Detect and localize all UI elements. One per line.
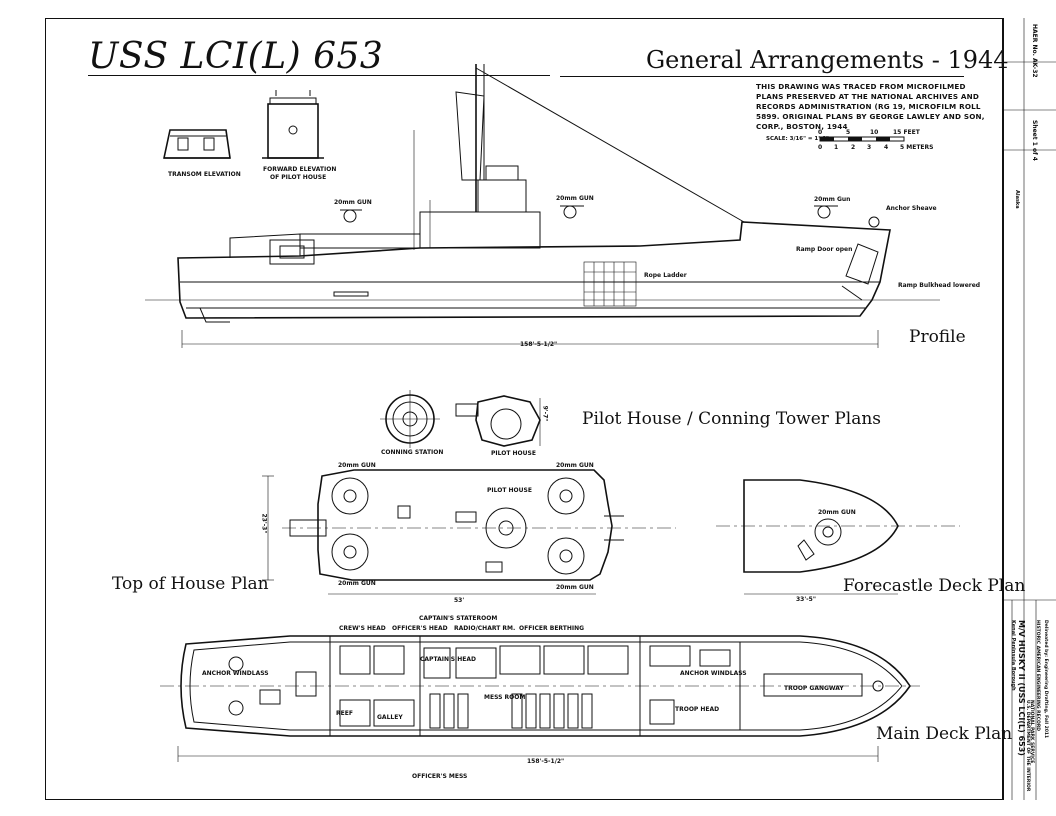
crews-head-label: CREW'S HEAD [339, 625, 386, 632]
pilot-plans-label: Pilot House / Conning Tower Plans [582, 409, 882, 429]
scale-bar-graphic [819, 136, 905, 142]
main-deck-label: Main Deck Plan [876, 724, 1013, 744]
officer-berthing-label: OFFICER BERTHING [519, 625, 585, 632]
top-house-label: Top of House Plan [112, 574, 269, 594]
top-length-dim: 53' [454, 597, 465, 604]
forecastle-deck-plan [716, 479, 960, 595]
anchor-sheave-label: Anchor Sheave [886, 205, 937, 212]
drawing-frame [45, 18, 1003, 800]
anchor-windlass-fwd-label: ANCHOR WINDLASS [680, 670, 747, 677]
top-of-house-plan [262, 469, 676, 595]
transom-elevation-drawing [163, 129, 231, 159]
forecastle-label: Forecastle Deck Plan [843, 576, 1026, 596]
scale-feet-5: 5 [846, 129, 851, 136]
troop-head-label: TROOP HEAD [675, 706, 720, 713]
title-underline [88, 75, 550, 76]
forecastle-gun-label: 20mm GUN [818, 509, 856, 516]
profile-label: Profile [909, 327, 966, 347]
scale-label: SCALE: 3/16" = 1'-0" [766, 136, 829, 142]
rope-ladder-label: Rope Ladder [644, 272, 687, 279]
scale-m-0: 0 [818, 144, 823, 151]
scale-m-1: 1 [834, 144, 839, 151]
pilot-house-plan [455, 395, 541, 447]
main-deck-plan [160, 635, 920, 762]
drawing-subtitle: General Arrangements - 1944 [646, 46, 1009, 74]
pilot-elev-label-2: OF PILOT HOUSE [270, 174, 327, 181]
pilot-house-elevation-drawing [262, 90, 324, 159]
gun-label-tr: 20mm GUN [556, 462, 594, 469]
conning-station-plan [380, 390, 440, 448]
gun-label-tl: 20mm GUN [338, 462, 376, 469]
troop-gangway-label: TROOP GANGWAY [784, 685, 844, 692]
profile-gun-aft: 20mm GUN [334, 199, 372, 206]
pilothouse-plan-label: PILOT HOUSE [491, 450, 536, 457]
title-block-border [1003, 18, 1004, 800]
galley-label: GALLEY [377, 714, 403, 721]
forecastle-dim: 33'-5" [796, 596, 816, 603]
ship-profile-drawing [145, 64, 940, 348]
profile-length-dim: 158'-5-1/2" [520, 341, 558, 348]
conning-station-label: CONNING STATION [381, 449, 444, 456]
ramp-bulkhead-label: Ramp Bulkhead lowered [898, 282, 981, 289]
mess-bunks [429, 693, 593, 729]
rope-ladder-grid [583, 261, 637, 307]
profile-gun-mid: 20mm GUN [556, 195, 594, 202]
officers-head-label: OFFICER'S HEAD [392, 625, 448, 632]
radio-chart-label: RADIO/CHART RM. [454, 625, 516, 632]
anchor-windlass-aft-label: ANCHOR WINDLASS [202, 670, 269, 677]
main-deck-length-dim: 158'-5-1/2" [527, 758, 565, 765]
scale-m-3: 3 [867, 144, 872, 151]
scale-m-4: 4 [884, 144, 889, 151]
source-note: This drawing was traced from microfilmed… [756, 82, 985, 131]
ramp-door-label: Ramp Door open [796, 246, 853, 253]
officers-mess-label: OFFICER'S MESS [412, 773, 468, 780]
captains-head-label: CAPTAIN'S HEAD [420, 656, 476, 663]
captains-stateroom-label: CAPTAIN'S STATEROOM [419, 615, 498, 622]
profile-gun-fwd: 20mm Gun [814, 196, 851, 203]
pilot-elev-label-1: FORWARD ELEVATION [263, 166, 337, 173]
scale-m-2: 2 [851, 144, 856, 151]
scale-feet-15: 15 FEET [893, 129, 920, 136]
gun-label-bl: 20mm GUN [338, 580, 376, 587]
transom-label: TRANSOM ELEVATION [168, 171, 241, 178]
scale-m-5: 5 METERS [900, 144, 934, 151]
scale-feet-0: 0 [818, 129, 823, 136]
drawing-title: USS LCI(L) 653 [88, 36, 384, 77]
title-block-lines [1003, 18, 1056, 800]
mess-room-label: MESS ROOM [484, 694, 526, 701]
reef-label: REEF [336, 710, 353, 717]
subtitle-underline [560, 76, 964, 77]
scale-feet-10: 10 [870, 129, 879, 136]
gun-label-br: 20mm GUN [556, 584, 594, 591]
top-pilot-house-label: PILOT HOUSE [487, 487, 532, 494]
